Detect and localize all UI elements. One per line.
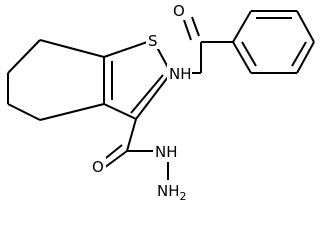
cyclohexane-ring <box>7 39 105 121</box>
structure-diagram: S O NH O NH NH2 <box>7 1 315 203</box>
terminal-nh-text: NH <box>157 182 180 200</box>
atom-labels: S O NH O NH NH2 <box>90 1 192 203</box>
thiophene-ring <box>103 39 172 120</box>
terminal-nh2-label: NH2 <box>157 182 187 203</box>
benzene-ring <box>232 10 315 74</box>
oxygen-top-label: O <box>173 2 185 20</box>
amide-nh-label: NH <box>169 65 192 83</box>
oxygen-bottom-label: O <box>92 158 104 176</box>
terminal-subscript-2: 2 <box>180 190 187 203</box>
sulfur-label: S <box>148 32 158 50</box>
hydrazide-nh-label: NH <box>155 143 178 161</box>
